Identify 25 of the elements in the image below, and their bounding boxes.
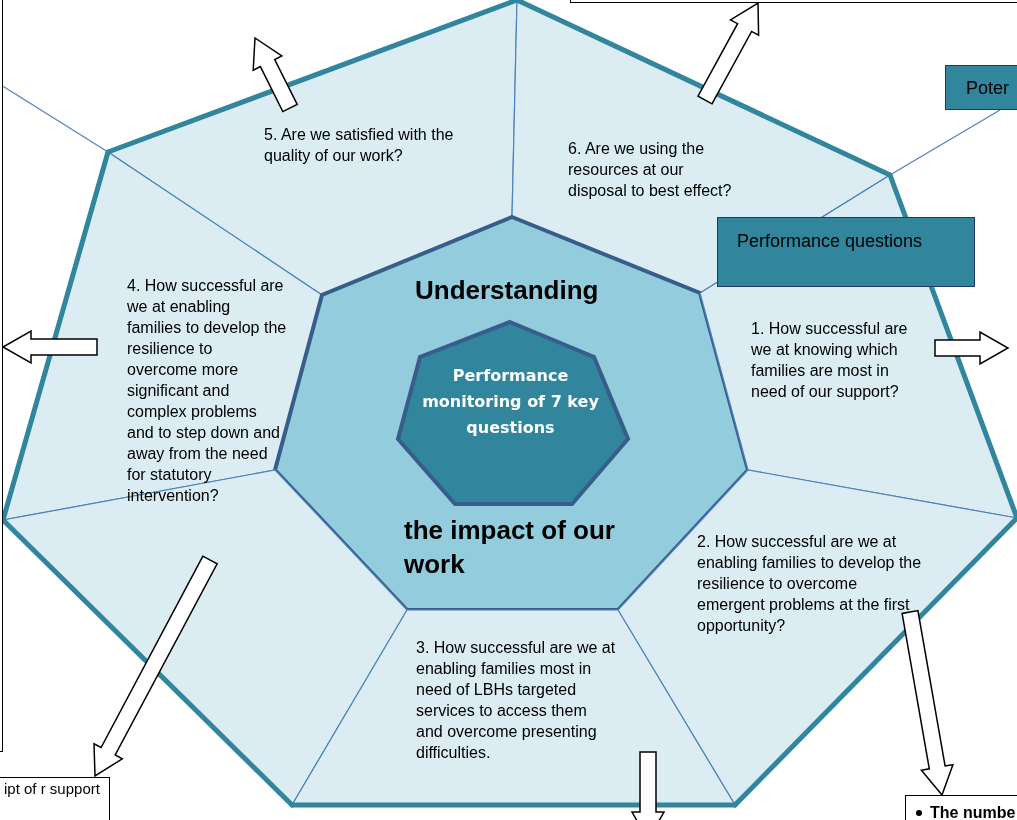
heptagon [397, 321, 628, 504]
label-text: 5. Are we satisfied with the quality of our work? [264, 125, 455, 166]
heading-text: Understanding [415, 274, 600, 307]
label-text: Performance monitoring of 7 key questions [421, 364, 600, 439]
connector-line [889, 109, 1001, 176]
label-text: 6. Are we using the resources at our disposal to best effect? [568, 139, 733, 201]
block-arrow [901, 609, 955, 797]
block-arrow [934, 330, 1010, 366]
block-arrow [252, 36, 299, 113]
bullet-item: The numbe [916, 802, 1017, 820]
label-text: 1. How successful are we at knowing which families are most in need of our support? [751, 319, 909, 402]
label-text: ipt of r support [4, 779, 101, 799]
label-text: Poter [966, 77, 1011, 100]
label-text: 2. How successful are we at enabling families to develop the resilience to overcome emergent problems at the first opportunity? [697, 532, 922, 636]
block-arrow [1, 329, 98, 365]
connector-line [0, 84, 109, 153]
block-arrow [697, 1, 760, 105]
heading-box [945, 65, 1017, 110]
question-sector [618, 470, 1017, 805]
label-text: Performance questions [737, 230, 924, 253]
block-arrow [630, 751, 666, 820]
label-text: 3. How successful are we at enabling families most in need of LBHs targeted services to access them and overcome presenting difficulties. [416, 638, 616, 763]
block-arrow [93, 555, 219, 778]
heading-text: the impact of our work [404, 514, 616, 581]
label-text: 4. How successful are we at enabling families to develop the resilience to overcome more significant and complex problems and to step down and away from the need for statutory intervention? [127, 276, 287, 506]
